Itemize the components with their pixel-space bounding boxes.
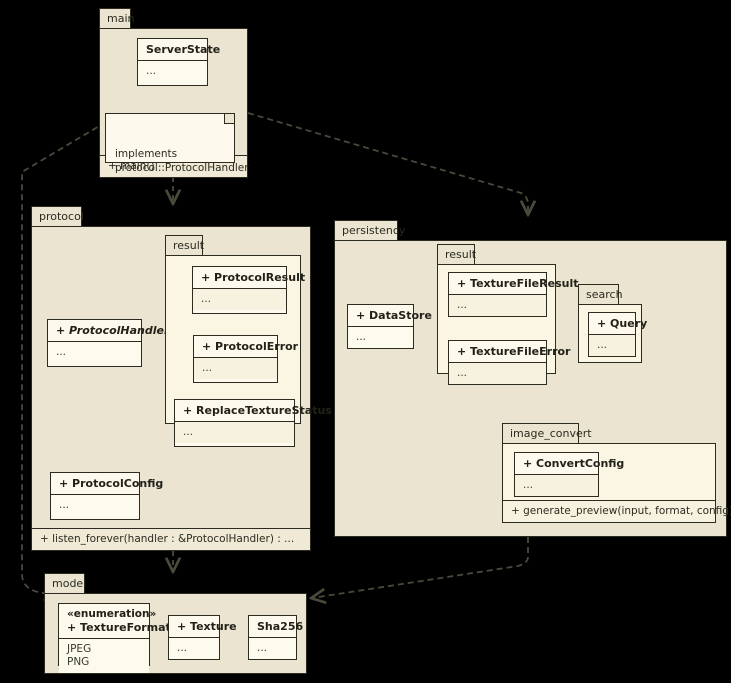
class-serverstate[interactable]: ServerState ... [137, 38, 220, 86]
class-texture-name: + Texture [169, 616, 237, 638]
package-model[interactable]: model «enumeration» + TextureFormat JPEG… [44, 573, 307, 674]
link-main-persistency [247, 112, 528, 214]
package-main[interactable]: main + main() ServerState ... implements… [99, 8, 249, 178]
package-protocol-result-tab-label: result [165, 235, 204, 256]
class-texture[interactable]: + Texture ... [168, 615, 237, 660]
class-texturefileresult-name: + TextureFileResult [449, 273, 578, 295]
class-query-name: + Query [589, 313, 647, 335]
package-persistency-result[interactable]: result + TextureFileResult ... + Texture… [437, 244, 578, 385]
class-datastore-body: ... [348, 327, 413, 348]
class-texturefileerror-body: ... [449, 363, 546, 384]
package-protocol-operations: + listen_forever(handler : &ProtocolHand… [32, 528, 310, 550]
class-textureformat-body: JPEG PNG [59, 639, 149, 673]
class-protocolconfig-body: ... [51, 495, 139, 516]
class-textureformat-stereotype: «enumeration» [67, 608, 157, 620]
package-persistency[interactable]: persistency + DataStore ... result + Tex… [334, 220, 731, 537]
class-convertconfig-name: + ConvertConfig [515, 453, 624, 475]
class-protocolhandler[interactable]: + ProtocolHandler ... [47, 319, 169, 367]
package-persistency-image-convert[interactable]: image_convert + generate_preview(input, … [502, 423, 731, 523]
package-image-convert-operations: + generate_preview(input, format, config… [503, 500, 731, 522]
package-model-tab-label: model [44, 573, 86, 594]
class-convertconfig[interactable]: + ConvertConfig ... [514, 452, 624, 497]
package-persistency-search-tab-label: search [578, 284, 623, 305]
package-main-tab-label: main [99, 8, 134, 29]
class-protocolerror-body: ... [194, 358, 277, 379]
package-persistency-image-convert-tab-label: image_convert [502, 423, 592, 444]
note-implements-protocolhandler[interactable]: implements protocol::ProtocolHandler [105, 113, 249, 174]
class-texturefileresult-body: ... [449, 295, 546, 316]
class-textureformat[interactable]: «enumeration» + TextureFormat JPEG PNG [58, 603, 171, 673]
class-texturefileresult[interactable]: + TextureFileResult ... [448, 272, 578, 317]
class-query[interactable]: + Query ... [588, 312, 647, 357]
class-protocolerror[interactable]: + ProtocolError ... [193, 335, 298, 383]
class-protocolerror-name: + ProtocolError [194, 336, 298, 358]
class-sha256-body: ... [249, 638, 296, 659]
class-replacetexturestatus-body: ... [175, 422, 294, 443]
class-sha256[interactable]: Sha256 ... [248, 615, 303, 660]
class-replacetexturestatus-name: + ReplaceTextureStatus [175, 400, 332, 422]
class-textureformat-label: + TextureFormat [67, 621, 171, 634]
package-protocol[interactable]: protocol + listen_forever(handler : &Pro… [31, 206, 332, 551]
link-persistency-model [312, 537, 529, 598]
note-fold-corner-icon [224, 114, 234, 124]
note-text: implements protocol::ProtocolHandler [115, 148, 249, 174]
class-replacetexturestatus[interactable]: + ReplaceTextureStatus ... [174, 399, 332, 447]
class-datastore-name: + DataStore [348, 305, 432, 327]
class-datastore[interactable]: + DataStore ... [347, 304, 432, 349]
class-protocolconfig[interactable]: + ProtocolConfig ... [50, 472, 163, 520]
class-protocolconfig-name: + ProtocolConfig [51, 473, 163, 495]
class-protocolhandler-body: ... [48, 342, 141, 363]
class-protocolresult-body: ... [193, 289, 286, 310]
class-convertconfig-body: ... [515, 475, 598, 496]
class-protocolresult[interactable]: + ProtocolResult ... [192, 266, 305, 314]
class-query-body: ... [589, 335, 635, 356]
package-persistency-result-tab-label: result [437, 244, 476, 265]
package-persistency-search[interactable]: search + Query ... [578, 284, 647, 363]
package-persistency-tab-label: persistency [334, 220, 405, 241]
class-protocolhandler-name: + ProtocolHandler [48, 320, 169, 342]
class-texture-body: ... [169, 638, 219, 659]
class-serverstate-body: ... [138, 61, 207, 82]
class-protocolresult-name: + ProtocolResult [193, 267, 305, 289]
package-protocol-result[interactable]: result + ProtocolResult ... + ProtocolEr… [165, 235, 332, 447]
class-serverstate-name: ServerState [138, 39, 220, 61]
class-texturefileerror[interactable]: + TextureFileError ... [448, 340, 570, 385]
class-texturefileerror-name: + TextureFileError [449, 341, 570, 363]
class-textureformat-name: «enumeration» + TextureFormat [59, 604, 171, 639]
package-protocol-tab-label: protocol [31, 206, 84, 227]
class-sha256-name: Sha256 [249, 616, 303, 638]
